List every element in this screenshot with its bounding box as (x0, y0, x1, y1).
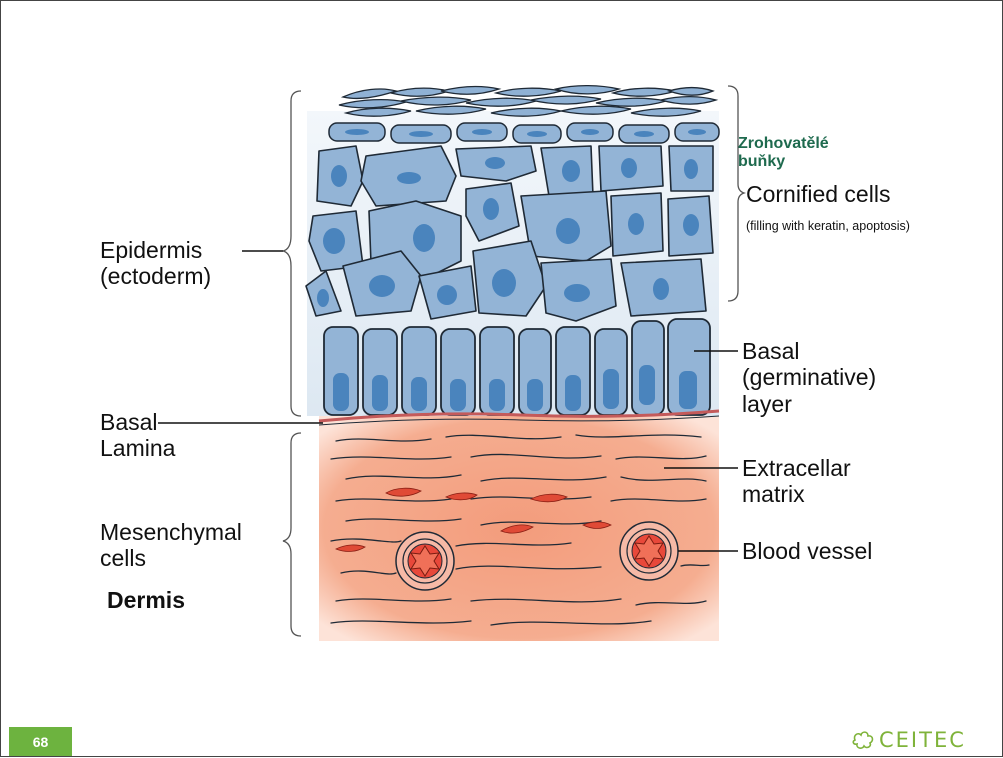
ceitec-logo-icon (851, 730, 875, 750)
blood-vessel-label: Blood vessel (742, 538, 872, 564)
dermis-label: Dermis (107, 587, 185, 613)
ceitec-logo-text: CEITEC (879, 728, 966, 752)
cornified-cells-label: Cornified cells (746, 181, 890, 207)
cornified-brace (728, 86, 744, 301)
epidermis-brace (283, 91, 301, 416)
dermis-brace (283, 433, 301, 636)
basal-layer-label: Basal (germinative) layer (742, 338, 876, 417)
epidermis-label: Epidermis (ectoderm) (100, 237, 211, 290)
czech-label: Zrohovatělé buňky (738, 135, 829, 172)
basal-lamina-label: Basal Lamina (100, 409, 175, 462)
mesenchymal-cells-label: Mesenchymal cells (100, 519, 242, 572)
ceitec-logo: CEITEC (851, 728, 966, 752)
blood-vessel-2 (620, 522, 678, 580)
blood-vessel-1 (396, 532, 454, 590)
cornified-squames (339, 86, 716, 117)
cornified-note: (filling with keratin, apoptosis) (746, 219, 910, 233)
page-number-badge: 68 (9, 727, 72, 756)
extracellular-matrix-label: Extracellar matrix (742, 455, 851, 508)
